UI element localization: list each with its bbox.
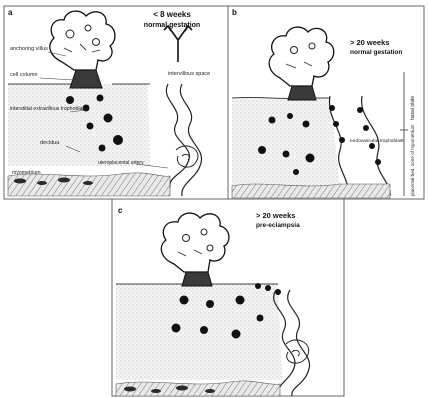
panel-b: b > 20 weeks normal gestation: [228, 6, 424, 199]
panel-c-title-line2: pre-eclampsia: [256, 222, 300, 229]
cell-column-c: [182, 272, 212, 286]
decidua-region-c: [116, 284, 282, 380]
cell-column-a: [70, 70, 102, 88]
label-spiral-artery: uteroplacental artery: [98, 160, 144, 166]
anchoring-villus-a: [50, 11, 115, 70]
decidua-region-b: [232, 97, 340, 186]
panel-b-title-line1: > 20 weeks: [350, 38, 389, 47]
cell-column-b: [288, 86, 316, 100]
panel-a: a < 8 weeks normal gestation: [4, 6, 228, 199]
label-decidua-side: basal plate: [410, 96, 416, 120]
decidua-region-a: [8, 84, 150, 166]
label-anchoring-villus: anchoring villus: [10, 46, 48, 52]
panel-c-title-line1: > 20 weeks: [256, 211, 295, 220]
panel-c-letter: c: [118, 206, 123, 215]
panel-b-letter: b: [232, 8, 237, 17]
label-myometrium: myometrium: [12, 170, 41, 176]
panel-c: c > 20 weeks pre-eclampsia: [112, 199, 344, 396]
panel-a-title-line2: normal gestation: [144, 22, 200, 29]
panel-a-letter: a: [8, 8, 13, 17]
panel-a-title-line1: < 8 weeks: [153, 10, 191, 19]
myometrium-band-b: [232, 184, 390, 198]
panel-b-title-line2: normal gestation: [350, 49, 402, 56]
label-decidua: decidua: [40, 140, 60, 146]
label-cell-column: cell column: [10, 72, 38, 78]
label-myometrium-side: placental bed, zone of myometrium: [410, 124, 415, 196]
label-endovascular-trophoblast: endovascular trophoblast: [350, 138, 404, 144]
label-intervillous-space: intervillous space: [168, 71, 210, 77]
